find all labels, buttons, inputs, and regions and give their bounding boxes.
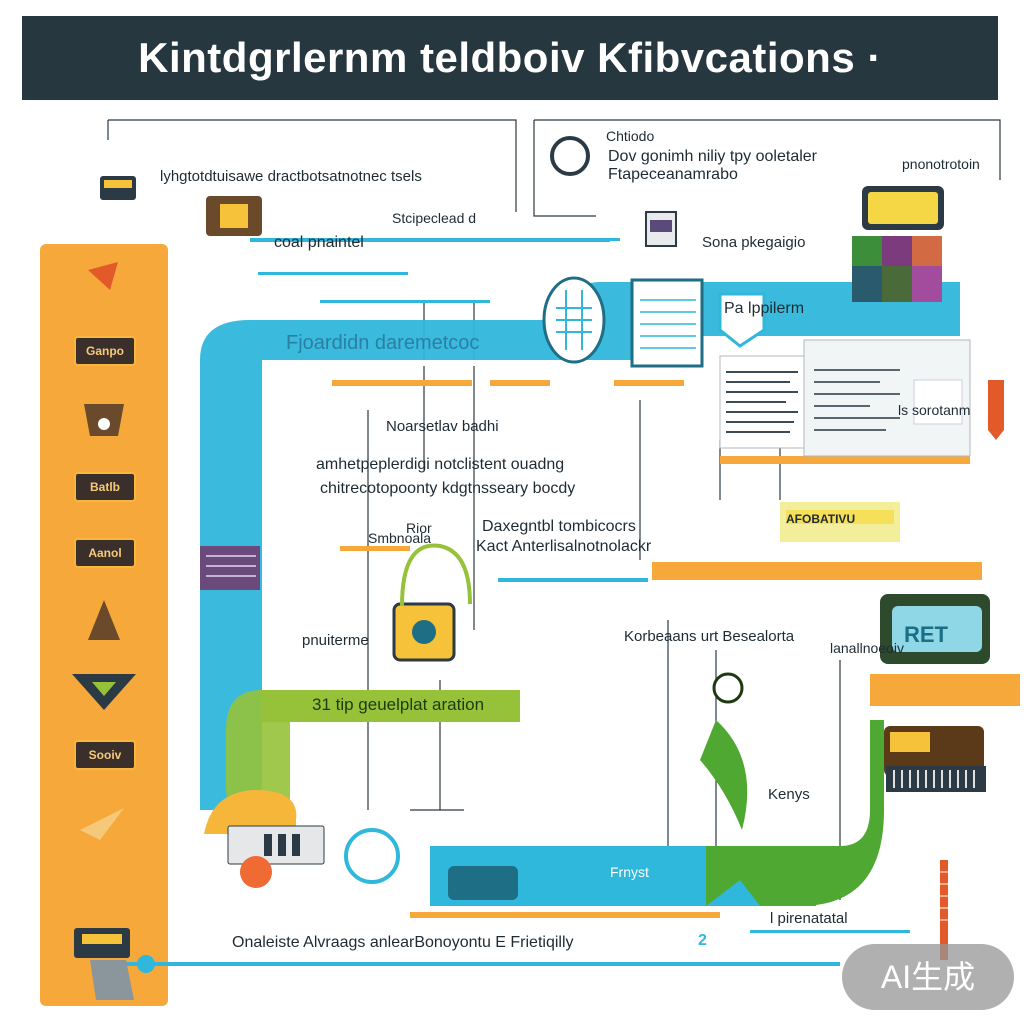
label-sticker: Stcipeclead d xyxy=(392,210,477,226)
label-p: Pa lppilerm xyxy=(724,300,805,317)
yellow-hat xyxy=(204,790,297,834)
ai-generated-watermark: AI生成 xyxy=(842,944,1014,1010)
cone-icon xyxy=(88,600,120,640)
cyan-heart-icon xyxy=(344,828,400,884)
title-bar xyxy=(22,16,998,100)
left-badge-1: Ganpo xyxy=(74,336,136,366)
label-top-mid-3: Ftapeceanamrabo xyxy=(608,166,738,183)
label-top-left: lyhgtotdtuisawe dractbotsatnotnec tsels xyxy=(160,168,422,185)
label-kenys: Kenys xyxy=(768,786,810,803)
label-ribbon: AFOBATIVU xyxy=(786,512,856,526)
left-badge-3: Aanol xyxy=(74,538,136,568)
orange-rules xyxy=(332,380,1020,930)
left-badge-2: Batlb xyxy=(74,472,136,502)
label-star-2: Smbnoala xyxy=(368,530,432,546)
label-cool: coal pnaintel xyxy=(274,234,364,251)
label-para-1: amhetpeplerdigi notclistent ouadng xyxy=(316,456,565,473)
ruler-icon xyxy=(940,860,948,960)
label-small-right: ls sorotanm xyxy=(898,402,971,418)
diagram-title: Kintdgrlernm teldboiv Kfibvcations · xyxy=(138,34,882,81)
label-para-2: chitrecotopoonty kdgtnsseary bocdy xyxy=(320,480,576,497)
tag-icon xyxy=(718,292,766,348)
label-bottom-icon: Frnyst xyxy=(610,864,649,880)
label-shop: Sona pkegaigio xyxy=(702,234,806,251)
left-badge-4: Sooiv xyxy=(74,740,136,770)
label-bar: Fjoardidn daremetcoc xyxy=(286,332,480,354)
plant-icon xyxy=(700,720,748,830)
label-nokr: Noarsetlav badhi xyxy=(386,418,499,435)
color-grid xyxy=(852,236,942,302)
purple-block xyxy=(200,546,260,590)
label-bavg-1: Daxegntbl tombicocrs xyxy=(482,518,636,535)
label-top-right: pnonotrotoin xyxy=(902,156,980,172)
label-bottom-number: 2 xyxy=(698,932,707,949)
gauge-icon xyxy=(550,136,590,176)
label-top-mid-2: Dov gonimh niliy tpy ooletaler xyxy=(608,148,817,165)
label-pipe: l pirenatatal xyxy=(770,910,848,927)
label-korb: Korbeaans urt Besealorta xyxy=(624,628,795,645)
label-pnuriter: pnuiterme xyxy=(302,632,369,649)
lamp-icon xyxy=(88,262,118,290)
printer-machine xyxy=(227,825,325,865)
label-green-bar: 31 tip geuelplat aration xyxy=(312,695,485,714)
label-bottom: Onaleiste Alvraags anlearBonoyontu E Fri… xyxy=(232,934,574,951)
label-ledger: lanallnoeoiv xyxy=(830,640,904,656)
tablet-icon xyxy=(630,278,704,368)
label-star: Rior xyxy=(406,520,432,536)
green-pipe xyxy=(262,690,520,722)
pencil-icon xyxy=(988,380,1004,440)
label-bavg-2: Kact Anterlisalnotnolackr xyxy=(476,538,652,555)
reta-screen-text: RET xyxy=(904,622,948,647)
cyan-pipe xyxy=(200,282,960,880)
label-top-mid-1: Chtiodo xyxy=(606,128,655,144)
feather-icon xyxy=(80,808,124,840)
